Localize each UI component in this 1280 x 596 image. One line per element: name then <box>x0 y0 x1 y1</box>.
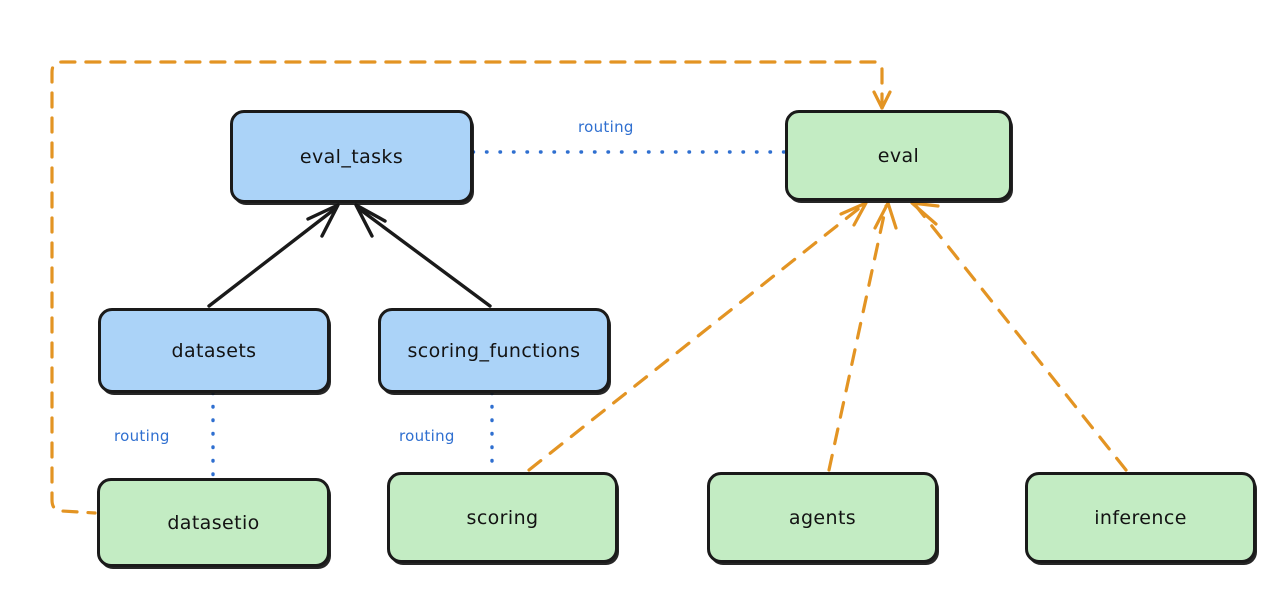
edge-scoring-to-eval <box>527 201 868 472</box>
node-agents-label: agents <box>788 506 857 529</box>
node-inference-label: inference <box>1094 506 1187 529</box>
node-datasetio-label: datasetio <box>167 511 260 534</box>
node-scoring-functions-label: scoring_functions <box>407 339 581 362</box>
edge-label-routing-scoring: routing <box>399 427 455 445</box>
edge-label-routing-eval: routing <box>578 118 634 136</box>
node-eval-tasks-label: eval_tasks <box>299 145 404 168</box>
node-eval[interactable]: eval <box>785 110 1012 201</box>
edge-label-routing-datasets: routing <box>114 427 170 445</box>
node-scoring-functions[interactable]: scoring_functions <box>378 308 610 393</box>
edge-scoring-functions-to-eval-tasks <box>354 203 492 308</box>
node-eval-tasks[interactable]: eval_tasks <box>230 110 473 203</box>
node-scoring-label: scoring <box>466 506 539 529</box>
node-inference[interactable]: inference <box>1025 472 1256 563</box>
edge-eval-to-datasetio <box>50 60 892 515</box>
node-eval-label: eval <box>877 144 920 167</box>
node-agents[interactable]: agents <box>707 472 938 563</box>
edge-datasets-to-eval-tasks <box>207 203 340 308</box>
node-datasets[interactable]: datasets <box>98 308 330 393</box>
node-scoring[interactable]: scoring <box>387 472 618 563</box>
node-datasetio[interactable]: datasetio <box>97 478 330 567</box>
node-datasets-label: datasets <box>171 339 257 362</box>
edge-agents-to-eval <box>827 201 898 472</box>
edge-inference-to-eval <box>910 201 1128 472</box>
